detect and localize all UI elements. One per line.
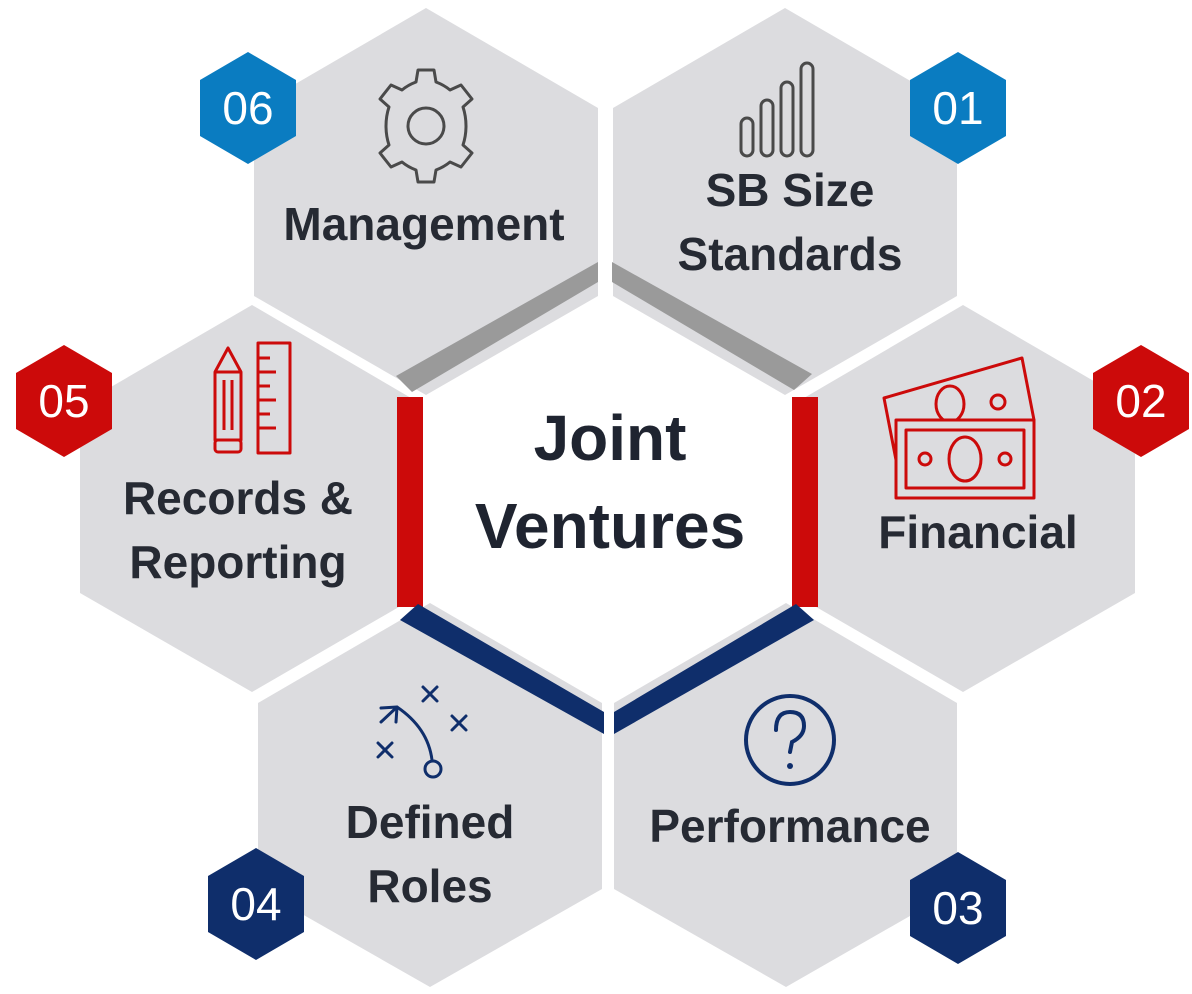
playbook-icon — [376, 685, 468, 779]
money-bills-icon — [882, 356, 1036, 500]
badge-06: 06 — [200, 52, 296, 164]
label-defined-line1: Defined — [346, 796, 515, 848]
connector-bar-top-right — [612, 262, 812, 390]
label-records-line1: Records & — [123, 472, 353, 524]
badge-04: 04 — [208, 848, 304, 960]
center-title-line2: Ventures — [475, 490, 745, 562]
badge-01: 01 — [910, 52, 1006, 164]
bar-chart-icon — [739, 61, 815, 158]
connector-bar-bottom-left — [400, 604, 604, 734]
label-performance: Performance — [649, 800, 930, 852]
pencil-ruler-icon — [213, 341, 292, 455]
hexagon-sb-size-standards — [613, 8, 957, 395]
label-financial: Financial — [878, 506, 1077, 558]
badge-03: 03 — [910, 852, 1006, 964]
connector-bar-bottom-right — [614, 604, 814, 734]
hexagon-management — [254, 8, 598, 395]
label-sb-size-line1: SB Size — [706, 164, 875, 216]
connector-bar-left — [397, 397, 423, 607]
badge-05: 05 — [16, 345, 112, 457]
label-defined-line2: Roles — [367, 860, 492, 912]
connector-bar-right — [792, 397, 818, 607]
hexagon-performance — [614, 603, 957, 987]
badge-06-text: 06 — [222, 82, 273, 134]
label-records-line2: Reporting — [129, 536, 346, 588]
badge-02-text: 02 — [1115, 375, 1166, 427]
label-management: Management — [283, 198, 564, 250]
badge-04-text: 04 — [230, 878, 281, 930]
badge-03-text: 03 — [932, 882, 983, 934]
hexagon-defined-roles — [258, 603, 602, 987]
center-title-line1: Joint — [534, 402, 687, 474]
label-sb-size-line2: Standards — [678, 228, 903, 280]
hexagon-records-reporting — [80, 305, 423, 692]
badge-01-text: 01 — [932, 82, 983, 134]
connector-bar-top-left — [396, 262, 598, 392]
badge-02: 02 — [1093, 345, 1189, 457]
question-circle-icon — [744, 694, 836, 786]
gear-icon — [378, 68, 474, 184]
badge-05-text: 05 — [38, 375, 89, 427]
